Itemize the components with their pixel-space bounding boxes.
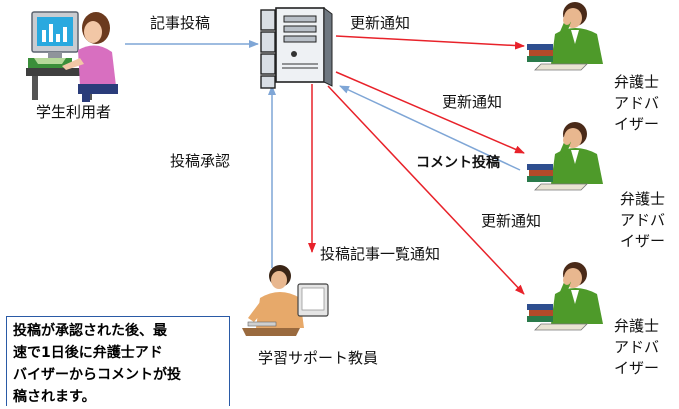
label-update-notice-low: 更新通知 — [481, 212, 542, 230]
advisor-role-line: 弁護士 — [620, 190, 666, 208]
advisor-illustration — [527, 262, 603, 331]
label-comment-post: コメント投稿 — [416, 155, 500, 171]
note-line: バイザーからコメントが投 — [13, 367, 181, 383]
note-line: 投稿が承認された後、最 — [13, 323, 167, 339]
label-update-notice-mid: 更新通知 — [442, 93, 503, 111]
note-box: 投稿が承認された後、最 速で1日後に弁護士アド バイザーからコメントが投 稿され… — [6, 316, 230, 406]
arrow-comment-post — [339, 85, 521, 171]
advisor-role-line: アドバ — [614, 94, 660, 112]
arrow-update-advisor-1 — [335, 35, 525, 50]
label-post-list-notice: 投稿記事一覧通知 — [320, 245, 441, 263]
advisor-role-line: 弁護士 — [614, 317, 660, 335]
label-support-teacher: 学習サポート教員 — [258, 349, 379, 367]
label-post-approval: 投稿承認 — [170, 152, 231, 170]
advisor-role-line: 弁護士 — [614, 73, 660, 91]
advisor-role-label: 弁護士 アドバ イザー — [620, 189, 665, 252]
arrow-update-advisor-3 — [327, 85, 525, 295]
advisor-role-line: イザー — [614, 359, 660, 377]
student-computer-illustration — [26, 11, 118, 102]
label-student: 学生利用者 — [36, 103, 112, 121]
advisor-illustration — [527, 122, 603, 191]
advisor-role-line: イザー — [614, 115, 660, 133]
server-illustration — [260, 7, 333, 89]
advisor-role-line: アドバ — [614, 338, 660, 356]
note-line: 稿されます。 — [13, 389, 96, 405]
advisor-role-line: イザー — [620, 232, 666, 250]
advisor-role-label: 弁護士 アドバ イザー — [614, 72, 659, 135]
note-line: 速で1日後に弁護士アド — [13, 345, 163, 361]
advisor-role-label: 弁護士 アドバ イザー — [614, 316, 659, 379]
advisor-illustration — [527, 2, 603, 71]
teacher-illustration — [242, 265, 329, 336]
label-update-notice-top: 更新通知 — [350, 14, 411, 32]
advisor-role-line: アドバ — [620, 211, 666, 229]
arrow-update-advisor-2 — [335, 71, 525, 154]
label-post-article: 記事投稿 — [150, 14, 211, 32]
